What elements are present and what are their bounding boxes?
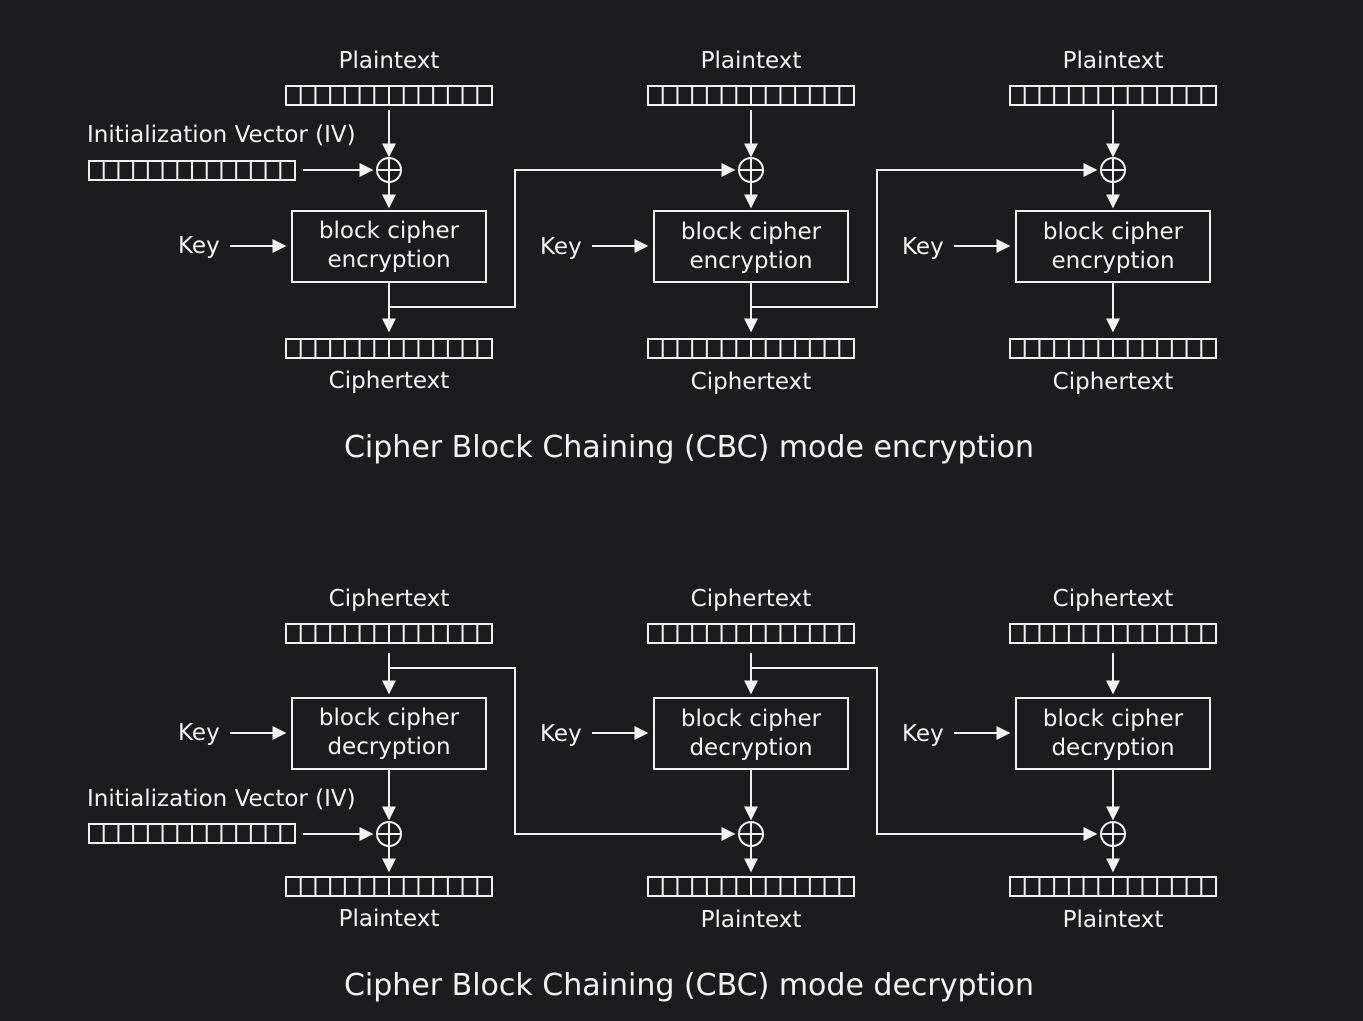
enc-chain-2-3 (751, 163, 1098, 308)
dec-stage3-output-label: Plaintext (1063, 907, 1164, 933)
dec-stage1-output-label: Plaintext (339, 906, 440, 932)
dec-ct3-block (1009, 623, 1217, 644)
dec-stage1-key-label: Key (178, 720, 220, 746)
dec-stage3-key-label: Key (902, 721, 944, 747)
dec-chain-1-2 (389, 667, 736, 841)
enc-stage2-output-label: Ciphertext (691, 369, 812, 395)
dec-stage3-input-label: Ciphertext (1053, 586, 1174, 612)
enc-iv-label: Initialization Vector (IV) (87, 122, 356, 148)
enc-connectors (230, 110, 1120, 333)
dec-pt3-block (1009, 876, 1217, 897)
dec-pt1-block (285, 876, 493, 897)
dec-stage3-box-line1: block cipher (1043, 706, 1184, 732)
dec-stage1-box-line2: decryption (327, 734, 450, 760)
enc-ct2-block (647, 338, 855, 359)
enc-stage2-input-label: Plaintext (701, 48, 802, 74)
dec-ct2-block (647, 623, 855, 644)
dec-stage2-input-label: Ciphertext (691, 586, 812, 612)
dec-stage1-box-line1: block cipher (319, 705, 460, 731)
dec-xor-1-icon (376, 821, 402, 847)
enc-stage2-box-line1: block cipher (681, 219, 822, 245)
dec-connectors (230, 653, 1120, 873)
decryption-diagram: Ciphertext Ciphertext Ciphertext Key Key… (87, 586, 1217, 1003)
dec-stage2-key-label: Key (540, 721, 582, 747)
encryption-diagram: Plaintext Plaintext Plaintext Initializa… (87, 48, 1217, 465)
enc-xor-2-icon (738, 157, 764, 183)
enc-stage3-input-label: Plaintext (1063, 48, 1164, 74)
dec-stage3-box-line2: decryption (1051, 735, 1174, 761)
enc-iv-block (88, 160, 296, 181)
enc-chain-1-2 (389, 163, 736, 308)
enc-pt1-block (285, 85, 493, 106)
dec-ct1-block (285, 623, 493, 644)
dec-stage1-input-label: Ciphertext (329, 586, 450, 612)
enc-pt2-block (647, 85, 855, 106)
dec-caption: Cipher Block Chaining (CBC) mode decrypt… (344, 968, 1034, 1003)
enc-stage1-box-line1: block cipher (319, 218, 460, 244)
dec-stage2-box-line2: decryption (689, 735, 812, 761)
enc-caption: Cipher Block Chaining (CBC) mode encrypt… (344, 430, 1034, 465)
dec-stage2-box-line1: block cipher (681, 706, 822, 732)
dec-iv-block (88, 823, 296, 844)
enc-stage1-output-label: Ciphertext (329, 368, 450, 394)
enc-ct1-block (285, 338, 493, 359)
enc-ct3-block (1009, 338, 1217, 359)
dec-xor-3-icon (1100, 821, 1126, 847)
enc-stage3-box-line2: encryption (1051, 248, 1174, 274)
dec-pt2-block (647, 876, 855, 897)
enc-stage1-input-label: Plaintext (339, 48, 440, 74)
enc-xor-3-icon (1100, 157, 1126, 183)
enc-stage2-key-label: Key (540, 234, 582, 260)
enc-stage1-box-line2: encryption (327, 247, 450, 273)
dec-iv-label: Initialization Vector (IV) (87, 786, 356, 812)
enc-stage1-key-label: Key (178, 233, 220, 259)
dec-stage2-output-label: Plaintext (701, 907, 802, 933)
enc-xor-1-icon (376, 157, 402, 183)
dec-xor-2-icon (738, 821, 764, 847)
enc-pt3-block (1009, 85, 1217, 106)
enc-stage3-output-label: Ciphertext (1053, 369, 1174, 395)
dec-chain-2-3 (751, 667, 1098, 841)
enc-stage3-key-label: Key (902, 234, 944, 260)
enc-stage2-box-line2: encryption (689, 248, 812, 274)
enc-stage3-box-line1: block cipher (1043, 219, 1184, 245)
